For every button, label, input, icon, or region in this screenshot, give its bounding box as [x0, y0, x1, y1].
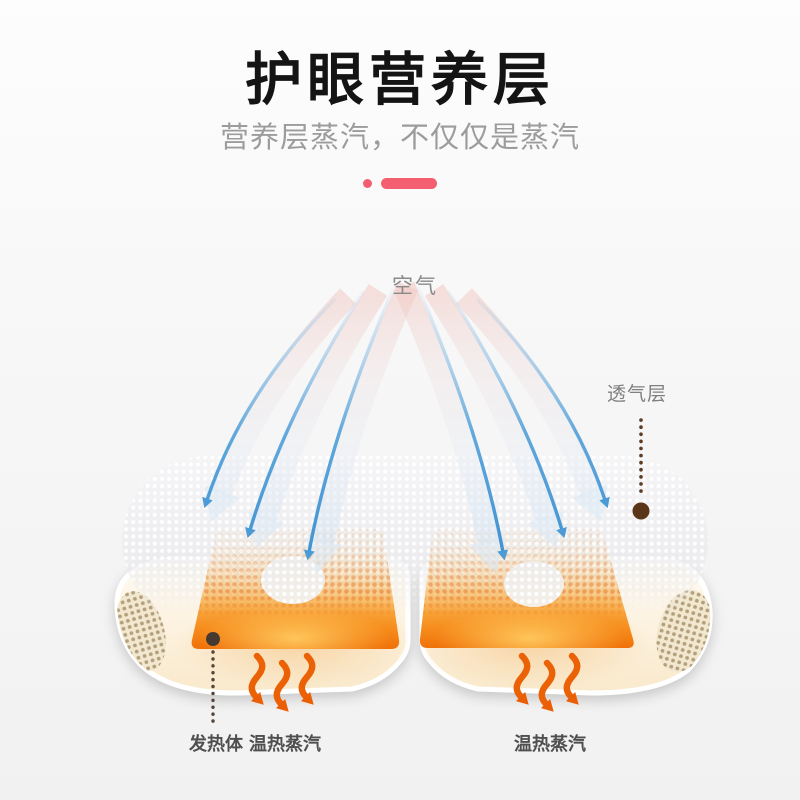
air-flow-bands	[204, 281, 608, 574]
divider-bar	[381, 177, 437, 189]
warm-steam-label-left: 温热蒸汽	[249, 733, 321, 754]
page-title: 护眼营养层	[245, 48, 555, 112]
steam-wave	[538, 659, 556, 712]
heating-element-callout	[206, 632, 220, 729]
steam-wave	[513, 652, 531, 705]
heater-callout-dot	[206, 632, 220, 646]
air-band	[204, 288, 356, 523]
air-label: 空气	[392, 275, 438, 298]
air-band	[304, 281, 419, 574]
breathable-callout-dot	[632, 502, 650, 520]
air-arrow	[416, 285, 509, 561]
warm-steam-label-right: 温热蒸汽	[514, 733, 586, 754]
heating-element-label: 发热体	[188, 733, 244, 754]
air-band	[393, 281, 508, 574]
breathable-veil	[122, 456, 708, 626]
air-band	[247, 284, 388, 549]
steam-wave	[273, 659, 291, 712]
air-band	[456, 288, 608, 523]
steam-icon-left	[248, 652, 316, 712]
steam-icon-right	[513, 652, 581, 712]
breathable-layer-callout	[632, 418, 650, 520]
steam-wave	[248, 652, 266, 705]
accent-divider	[0, 176, 800, 190]
air-band	[424, 284, 565, 549]
air-arrow	[202, 298, 336, 509]
steam-wave	[563, 652, 581, 705]
page-subtitle: 营养层蒸汽，不仅仅是蒸汽	[219, 122, 580, 154]
breathable-layer-label: 透气层	[607, 383, 667, 405]
air-arrow	[476, 298, 610, 509]
air-flow-arrows	[202, 285, 610, 561]
air-arrow	[303, 285, 396, 561]
air-arrow	[245, 290, 365, 539]
divider-dot	[363, 178, 372, 188]
air-arrow	[447, 290, 567, 539]
steam-wave	[298, 652, 316, 705]
